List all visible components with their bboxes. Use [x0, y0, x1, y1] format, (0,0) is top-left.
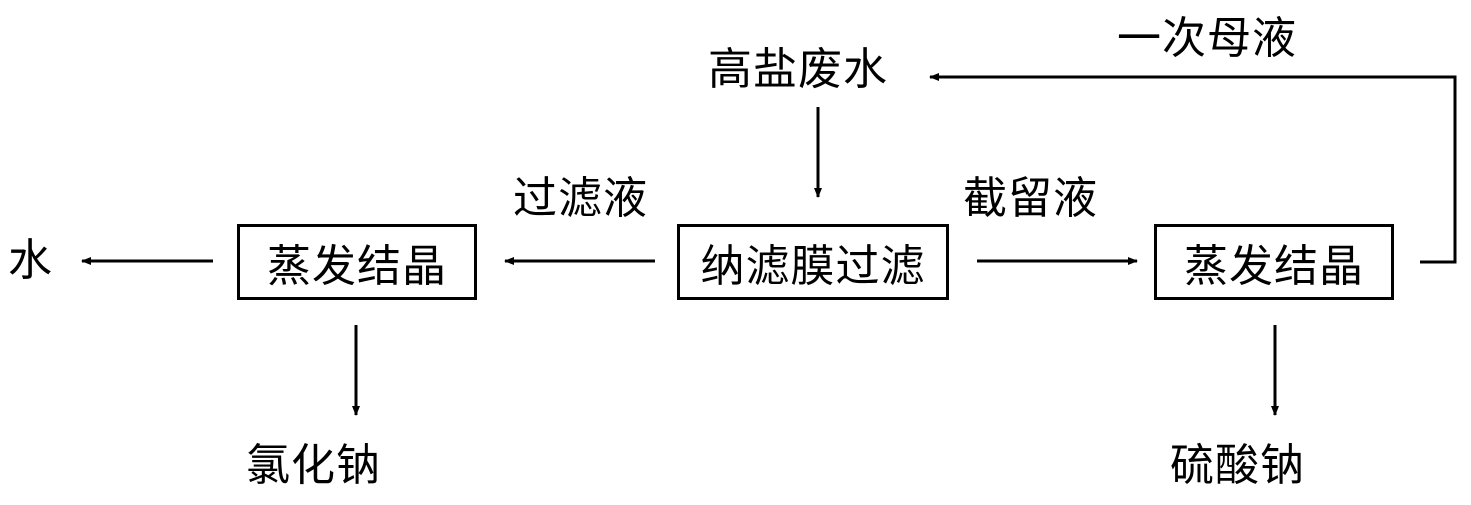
node-evaporation-left-box: 蒸发结晶 [237, 224, 477, 300]
node-sodium-chloride: 氯化钠 [246, 440, 381, 491]
node-water: 水 [8, 235, 53, 286]
node-nanofiltration-label: 纳滤膜过滤 [700, 241, 926, 292]
node-evaporation-right-label: 蒸发结晶 [1184, 241, 1364, 292]
edge-label-retentate: 截留液 [963, 173, 1098, 224]
edge-label-primary-mother-liquor: 一次母液 [1117, 13, 1297, 64]
node-sodium-sulfate: 硫酸钠 [1170, 440, 1305, 491]
node-high-salt-wastewater: 高盐废水 [708, 44, 888, 95]
arrow-mother-liquor-recycle [929, 73, 1457, 264]
edge-label-filtrate: 过滤液 [513, 173, 648, 224]
node-evaporation-left-label: 蒸发结晶 [267, 241, 447, 292]
node-nanofiltration-box: 纳滤膜过滤 [677, 224, 949, 300]
node-evaporation-right-box: 蒸发结晶 [1154, 224, 1394, 300]
